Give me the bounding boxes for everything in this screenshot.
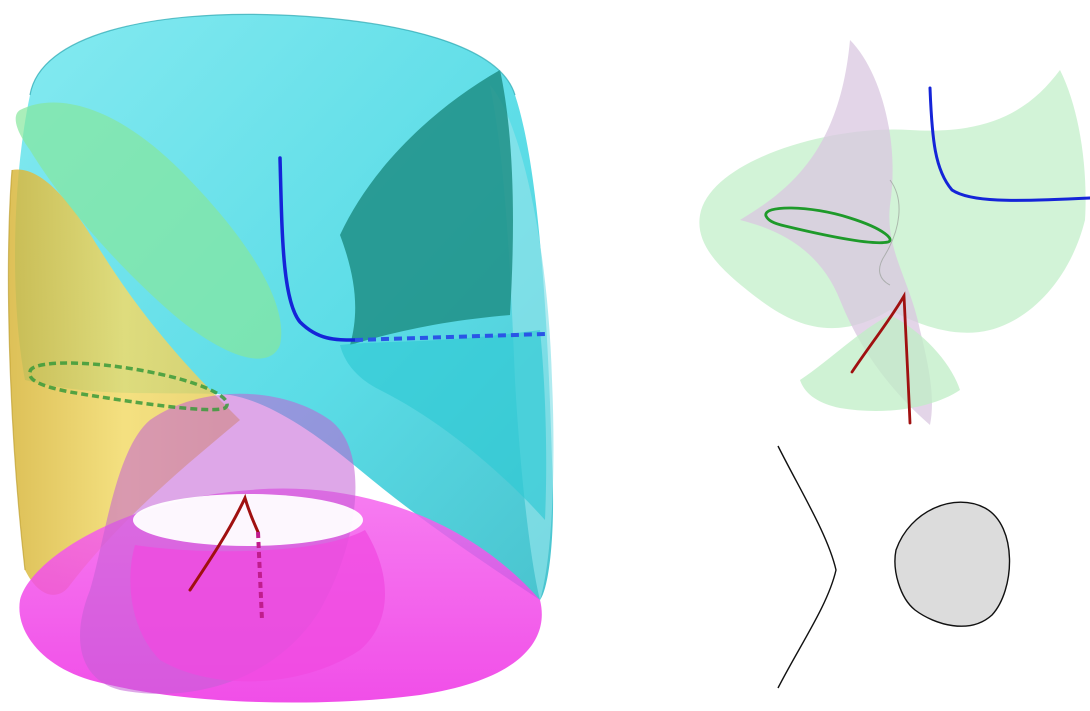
surface-outline-left <box>7 169 26 571</box>
magenta-surface-front <box>130 530 385 682</box>
surface-outline <box>29 13 516 96</box>
green-dashed-loop <box>28 361 229 412</box>
oval <box>894 501 1011 627</box>
green-surface <box>15 102 282 359</box>
hyperbola-branch <box>777 445 837 689</box>
small-3d-surface <box>699 40 1090 425</box>
small-green-loop <box>764 206 892 245</box>
dark-teal-surface-lower <box>340 330 547 520</box>
pale-green-sheet <box>699 70 1086 333</box>
blue-curve <box>278 156 357 342</box>
small-red-cusp-curve <box>850 291 912 425</box>
main-3d-surface <box>7 13 554 703</box>
planar-curve-section <box>777 445 1011 689</box>
gray-fold <box>879 179 900 286</box>
pale-green-sheet-lower <box>800 315 960 411</box>
red-cusp-curve-dashed <box>256 531 264 621</box>
white-opening <box>133 494 363 546</box>
dark-teal-surface <box>340 70 513 345</box>
small-blue-curve <box>928 86 1090 202</box>
red-cusp-curve <box>188 493 260 592</box>
blue-curve-dashed <box>354 332 546 342</box>
yellow-surface <box>8 169 240 595</box>
